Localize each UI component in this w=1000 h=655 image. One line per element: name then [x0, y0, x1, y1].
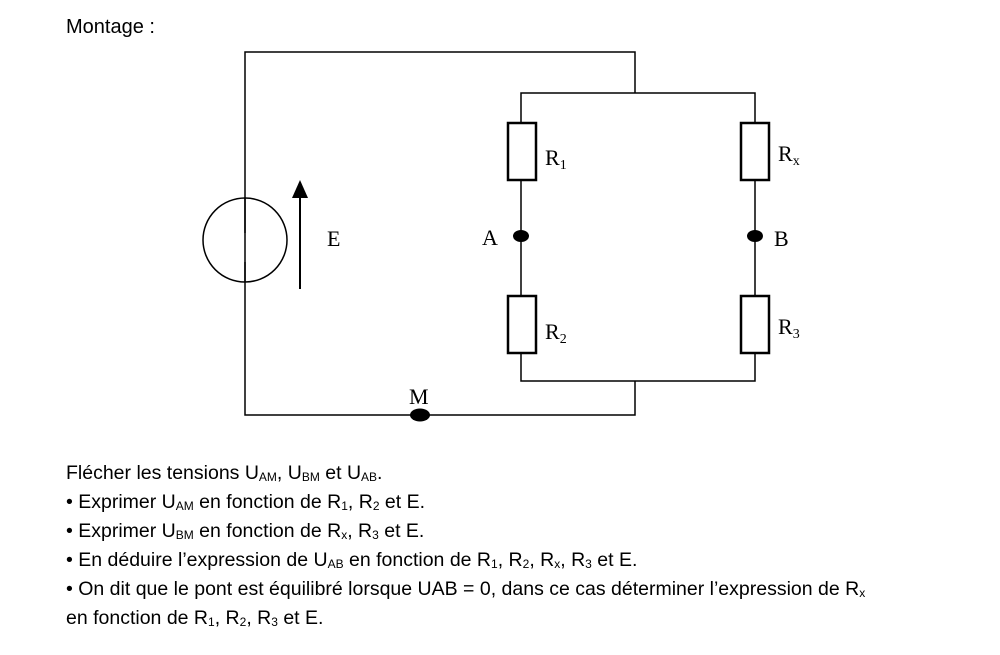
resistor-r2	[506, 294, 538, 355]
heading-montage: Montage :	[66, 16, 155, 38]
label-r3: R3	[778, 314, 800, 342]
instruction-line-5: • On dit que le pont est équilibré lorsq…	[66, 578, 866, 600]
label-m: M	[409, 384, 429, 409]
wire-bridge-bottom	[520, 353, 756, 382]
instruction-line-2: • Exprimer UAM en fonction de R1, R2 et …	[66, 491, 426, 513]
resistor-rx	[739, 121, 771, 182]
instruction-line-3: • Exprimer UBM en fonction de Rx, R3 et …	[66, 520, 425, 542]
label-r1: R1	[545, 145, 567, 173]
wire-outer-top	[244, 51, 636, 233]
instruction-line-6: en fonction de R1, R2, R3 et E.	[66, 607, 324, 629]
resistor-r3	[739, 294, 771, 355]
label-rx: Rx	[778, 141, 800, 169]
node-m	[410, 408, 430, 422]
label-a: A	[482, 225, 498, 250]
voltage-arrow-head	[292, 180, 308, 198]
label-b: B	[774, 226, 789, 251]
bridge-circuit-diagram: E A B M R1 Rx R2 R3	[202, 51, 800, 422]
instruction-line-4: • En déduire l’expression de UAB en fonc…	[66, 549, 638, 571]
node-a	[513, 230, 529, 242]
label-e: E	[327, 226, 340, 251]
wire-bridge-top	[520, 92, 756, 123]
wire-outer-bottom	[244, 262, 636, 416]
instruction-line-1: Flécher les tensions UAM, UBM et UAB.	[66, 462, 383, 484]
resistor-r1	[506, 121, 538, 182]
label-r2: R2	[545, 319, 567, 347]
node-b	[747, 230, 763, 242]
instructions: Flécher les tensions UAM, UBM et UAB. • …	[66, 459, 865, 633]
